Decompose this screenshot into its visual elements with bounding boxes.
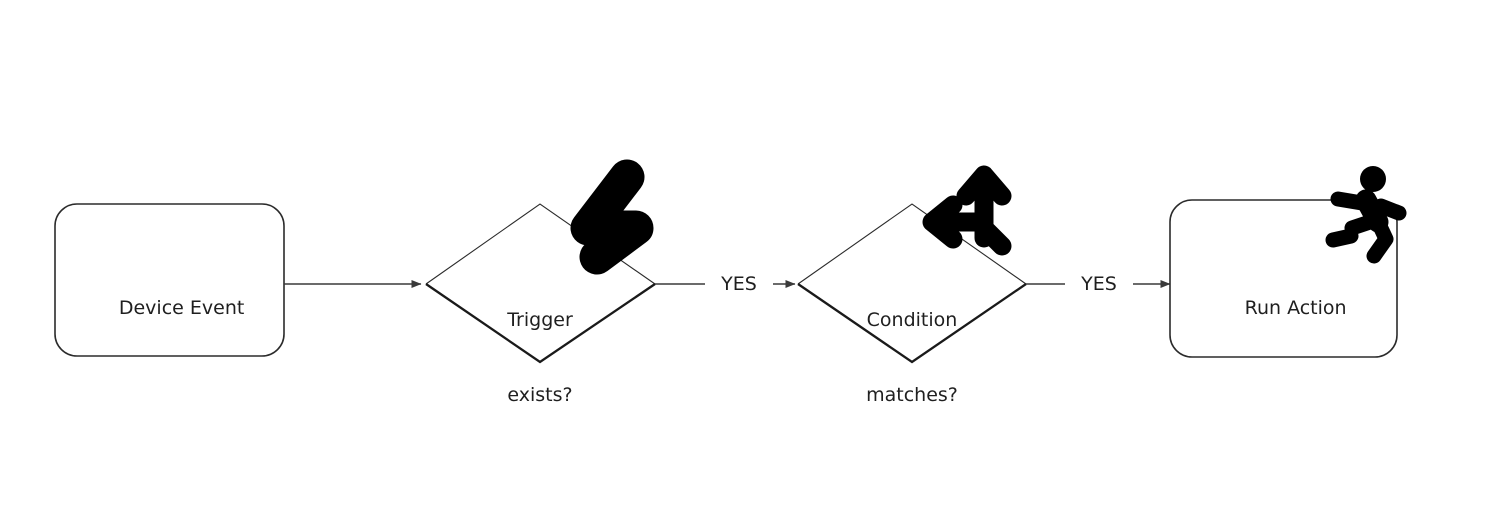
edge-label-condition-to-action: YES xyxy=(1065,273,1133,295)
running-person-icon xyxy=(1325,166,1407,264)
node-device-event-shape[interactable] xyxy=(54,203,285,357)
node-condition-matches-shape-top[interactable] xyxy=(797,203,1027,285)
lightning-bolt-icon xyxy=(570,159,654,275)
branch-arrows-icon xyxy=(922,165,1012,256)
node-condition-matches-shape-bottom[interactable] xyxy=(797,283,1027,364)
node-trigger-exists-shape-bottom[interactable] xyxy=(425,283,656,364)
edge-label-trigger-to-condition: YES xyxy=(705,273,773,295)
